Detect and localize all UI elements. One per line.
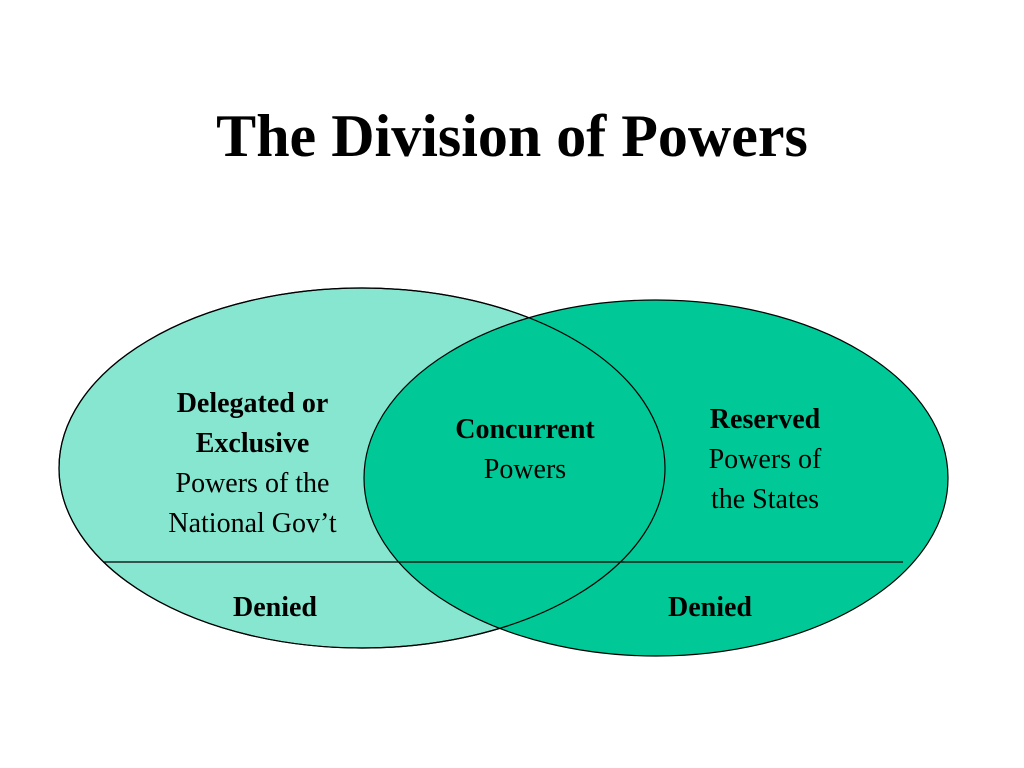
- delegated-powers-label: Delegated or Exclusive Powers of the Nat…: [130, 384, 375, 544]
- national-powers-outline: [58, 287, 666, 649]
- reserved-body-2: the States: [710, 484, 820, 515]
- reserved-heading: Reserved: [709, 404, 821, 435]
- delegated-body-2: National Gov’t: [168, 508, 337, 539]
- concurrent-powers-label: Concurrent Powers: [420, 410, 630, 490]
- concurrent-heading: Concurrent: [455, 414, 595, 445]
- slide-title: The Division of Powers: [216, 103, 808, 169]
- national-denied-label: Denied: [233, 592, 317, 623]
- state-denied-label: Denied: [668, 592, 752, 623]
- state-powers-circle: [363, 299, 949, 657]
- delegated-body-1: Powers of the: [175, 468, 330, 499]
- delegated-heading-2: Exclusive: [195, 428, 310, 459]
- reserved-body-1: Powers of: [708, 444, 822, 475]
- delegated-heading-1: Delegated or: [176, 388, 329, 419]
- reserved-powers-label: Reserved Powers of the States: [660, 400, 870, 520]
- concurrent-body: Powers: [483, 454, 567, 485]
